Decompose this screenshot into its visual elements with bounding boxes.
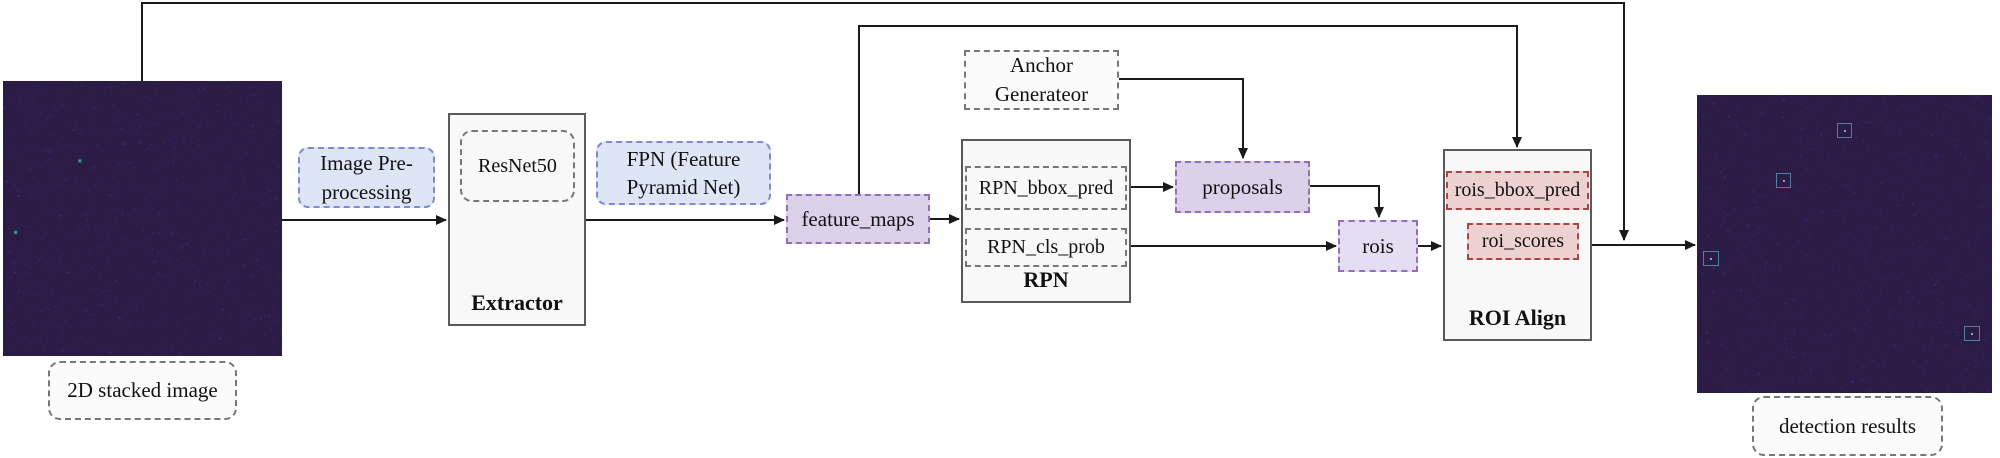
image-preprocessing-label: Image Pre- processing — [320, 151, 413, 204]
detection-box-1 — [1837, 123, 1853, 139]
roi-scores-label: roi_scores — [1481, 230, 1565, 252]
detection-box-3 — [1702, 251, 1719, 266]
detection-dot — [1971, 333, 1974, 336]
detection-box-2 — [1776, 173, 1792, 188]
rois-label: rois — [1362, 233, 1394, 258]
anchor-generator-node: Anchor Generateor — [964, 50, 1119, 110]
detection-box-4 — [1963, 326, 1980, 342]
rpn-bbox-pred-node: RPN_bbox_pred — [965, 166, 1127, 210]
output-image-caption-text: detection results — [1778, 413, 1917, 438]
input-2d-stacked-image — [3, 81, 282, 356]
feature-maps-node: feature_maps — [786, 194, 930, 244]
extractor-title: Extractor — [471, 290, 563, 315]
output-image-noise — [1697, 95, 1992, 393]
arrow-proposals-to-rois — [1310, 185, 1384, 218]
detection-dot — [1782, 179, 1785, 182]
rpn-bbox-pred-label: RPN_bbox_pred — [978, 176, 1114, 199]
arrow-anchor-to-proposals — [1119, 78, 1248, 159]
input-image-caption-text: 2D stacked image — [67, 378, 218, 402]
resnet50-label: ResNet50 — [478, 154, 557, 177]
fpn-node: FPN (Feature Pyramid Net) — [596, 141, 771, 205]
extractor-container: ResNet50 Extractor — [448, 113, 586, 326]
rois-node: rois — [1338, 220, 1418, 272]
resnet50-node: ResNet50 — [460, 130, 575, 202]
anchor-generator-label: Anchor Generateor — [994, 52, 1089, 106]
proposals-node: proposals — [1175, 161, 1310, 213]
output-image-caption: detection results — [1752, 396, 1943, 456]
roi-align-title: ROI Align — [1468, 305, 1567, 330]
roi-align-container: rois_bbox_pred roi_scores ROI Align — [1443, 149, 1592, 341]
proposals-label: proposals — [1202, 174, 1283, 199]
rpn-title: RPN — [1023, 267, 1069, 292]
rois-bbox-pred-label: rois_bbox_pred — [1454, 179, 1581, 201]
detection-dot — [1710, 257, 1713, 260]
input-image-noise — [3, 81, 282, 356]
feature-maps-label: feature_maps — [801, 206, 915, 231]
detection-dot — [1844, 129, 1847, 132]
image-preprocessing-node: Image Pre- processing — [298, 147, 435, 208]
roi-scores-node: roi_scores — [1467, 223, 1579, 260]
input-image-caption: 2D stacked image — [48, 361, 237, 420]
fpn-label: FPN (Feature Pyramid Net) — [626, 146, 741, 199]
rpn-cls-prob-label: RPN_cls_prob — [987, 236, 1105, 258]
output-detection-image — [1697, 95, 1992, 393]
rpn-cls-prob-node: RPN_cls_prob — [965, 228, 1127, 267]
rois-bbox-pred-node: rois_bbox_pred — [1446, 171, 1589, 210]
rpn-container: RPN_bbox_pred RPN_cls_prob RPN — [961, 139, 1131, 303]
